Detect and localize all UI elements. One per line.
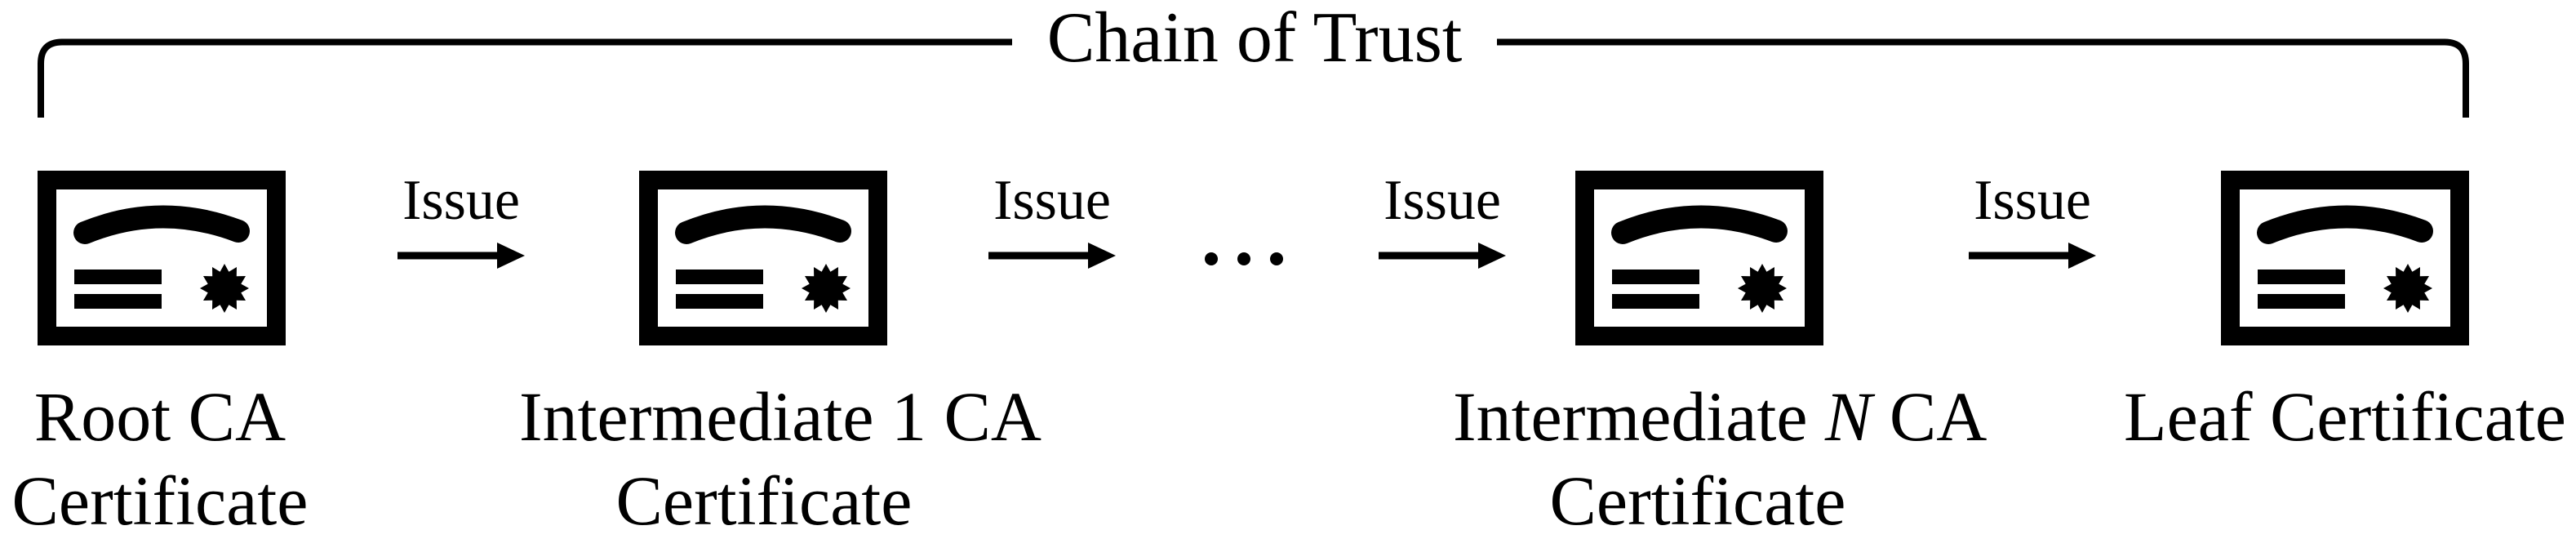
- node-label-line1: Leaf Certificate: [2124, 377, 2566, 456]
- arrow-right-icon: [398, 243, 525, 269]
- certificate-icon: [639, 171, 887, 345]
- node-label-intermediate-n-ca: Intermediate N CA Certificate: [1453, 375, 1988, 543]
- issue-edge: Issue: [1361, 167, 1524, 270]
- node-label-line1: Intermediate 1 CA: [519, 377, 1042, 456]
- ellipsis-dot: [1270, 252, 1283, 265]
- issue-edge: Issue: [970, 167, 1134, 270]
- certificate-icon: [1575, 171, 1823, 345]
- issue-label: Issue: [993, 169, 1111, 232]
- certificate-icon: [2221, 171, 2469, 345]
- node-label-line1: Root CA: [33, 377, 286, 456]
- arrow-right-icon: [1379, 243, 1506, 269]
- certificate-icon: [38, 171, 286, 345]
- ellipsis-dot: [1237, 252, 1250, 265]
- node-label-line2: Certificate: [1549, 461, 1846, 540]
- node-label-line2: Certificate: [615, 461, 913, 540]
- bracket-left-segment: [38, 38, 1012, 118]
- issue-edge: Issue: [380, 167, 543, 270]
- issue-label: Issue: [1383, 169, 1501, 232]
- diagram-title: Chain of Trust: [1046, 0, 1463, 78]
- bracket-right-segment: [1497, 38, 2469, 118]
- node-label-line1: Intermediate N CA: [1453, 377, 1988, 456]
- issue-edge: Issue: [1951, 167, 2114, 270]
- node-label-leaf-certificate: Leaf Certificate: [2100, 375, 2576, 459]
- issue-label: Issue: [1974, 169, 2091, 232]
- issue-label: Issue: [402, 169, 520, 232]
- node-label-root-ca: Root CA Certificate: [0, 375, 405, 543]
- arrow-right-icon: [988, 243, 1116, 269]
- arrow-right-icon: [1969, 243, 2096, 269]
- node-label-intermediate-1-ca: Intermediate 1 CA Certificate: [519, 375, 1042, 543]
- ellipsis-dot: [1205, 252, 1218, 265]
- ellipsis-icon: [1187, 252, 1301, 265]
- node-label-line2: Certificate: [11, 461, 309, 540]
